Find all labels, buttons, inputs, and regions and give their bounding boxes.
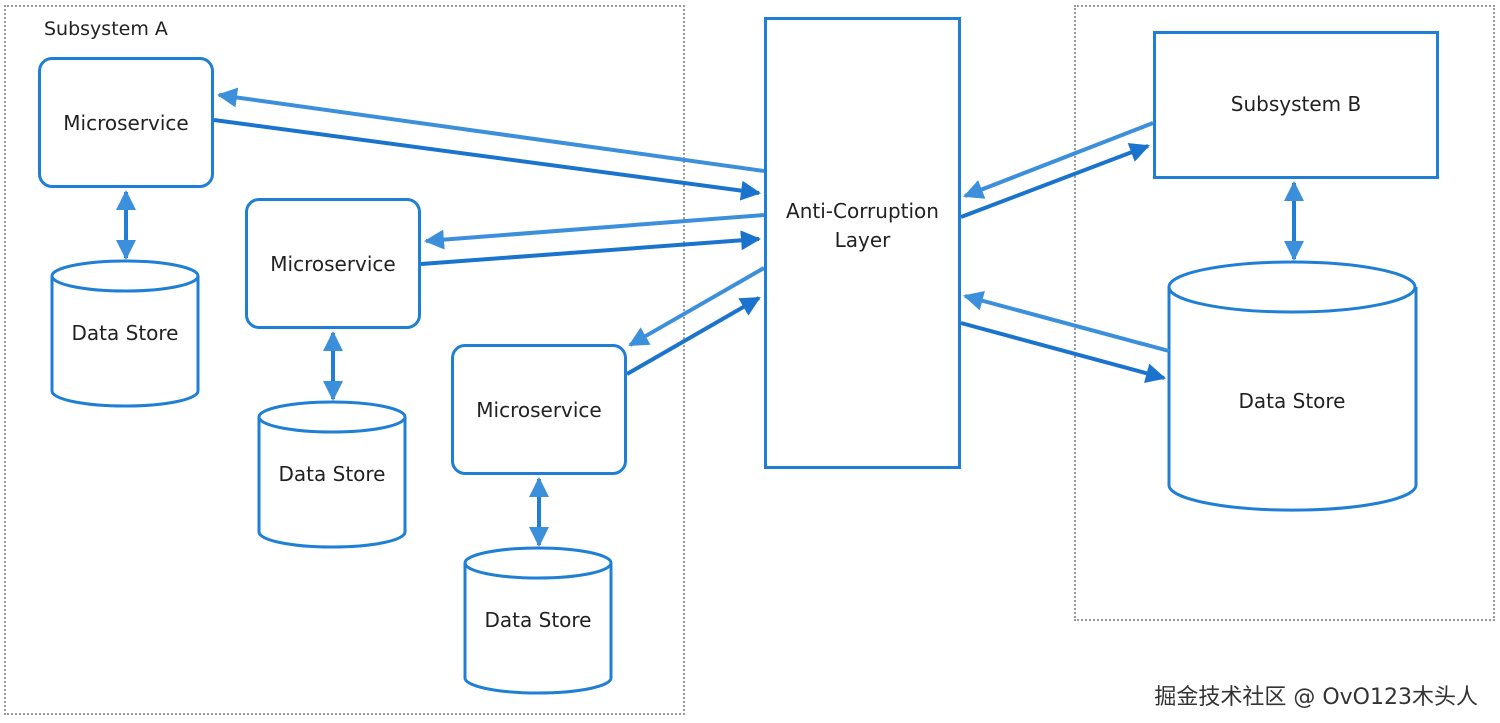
subsystem-a-title: Subsystem A: [44, 18, 168, 40]
data-store-cylinder-b: [1167, 260, 1418, 512]
data-store-cylinder-3: [463, 546, 613, 695]
data-store-label-3: Data Store: [484, 608, 592, 632]
anti-corruption-layer-label: Anti-Corruption Layer: [786, 199, 939, 252]
data-store-cylinder-1: [50, 259, 200, 408]
acl-to-subb-arrow: [960, 143, 1150, 219]
microservice-box-3: Microservice: [451, 344, 627, 475]
ms3-to-acl-arrow: [626, 296, 761, 376]
ms1-to-acl-arrow: [213, 118, 761, 201]
anti-corruption-layer-box: Anti-Corruption Layer: [764, 17, 961, 469]
data-store-label-b: Data Store: [1238, 389, 1346, 413]
watermark-text: 掘金技术社区 @ OvO123木头人: [1154, 685, 1478, 710]
subsystem-b-frame: [1074, 5, 1495, 621]
data-store-label-2: Data Store: [278, 462, 386, 486]
acl-to-subb-store-arrow: [960, 321, 1166, 383]
subsystem-b-title: Subsystem B: [1230, 92, 1362, 116]
subb-store-to-acl-arrow: [963, 291, 1170, 353]
microservice-label: Microservice: [270, 251, 396, 276]
ms2-to-acl-arrow: [420, 230, 761, 266]
data-store-label-1: Data Store: [71, 321, 179, 345]
acl-to-ms3-arrow: [628, 266, 765, 347]
microservice-label: Microservice: [476, 397, 602, 422]
data-store-cylinder-2: [257, 400, 407, 549]
subb-to-acl-arrow: [963, 121, 1154, 199]
acl-to-ms1-arrow: [217, 87, 765, 173]
subsystem-a-frame: [4, 5, 685, 715]
subsystem-b-box: Subsystem B: [1153, 31, 1439, 179]
microservice-label: Microservice: [63, 110, 189, 135]
microservice-box-1: Microservice: [38, 57, 214, 188]
acl-to-ms2-arrow: [424, 213, 765, 250]
microservice-box-2: Microservice: [245, 198, 421, 329]
